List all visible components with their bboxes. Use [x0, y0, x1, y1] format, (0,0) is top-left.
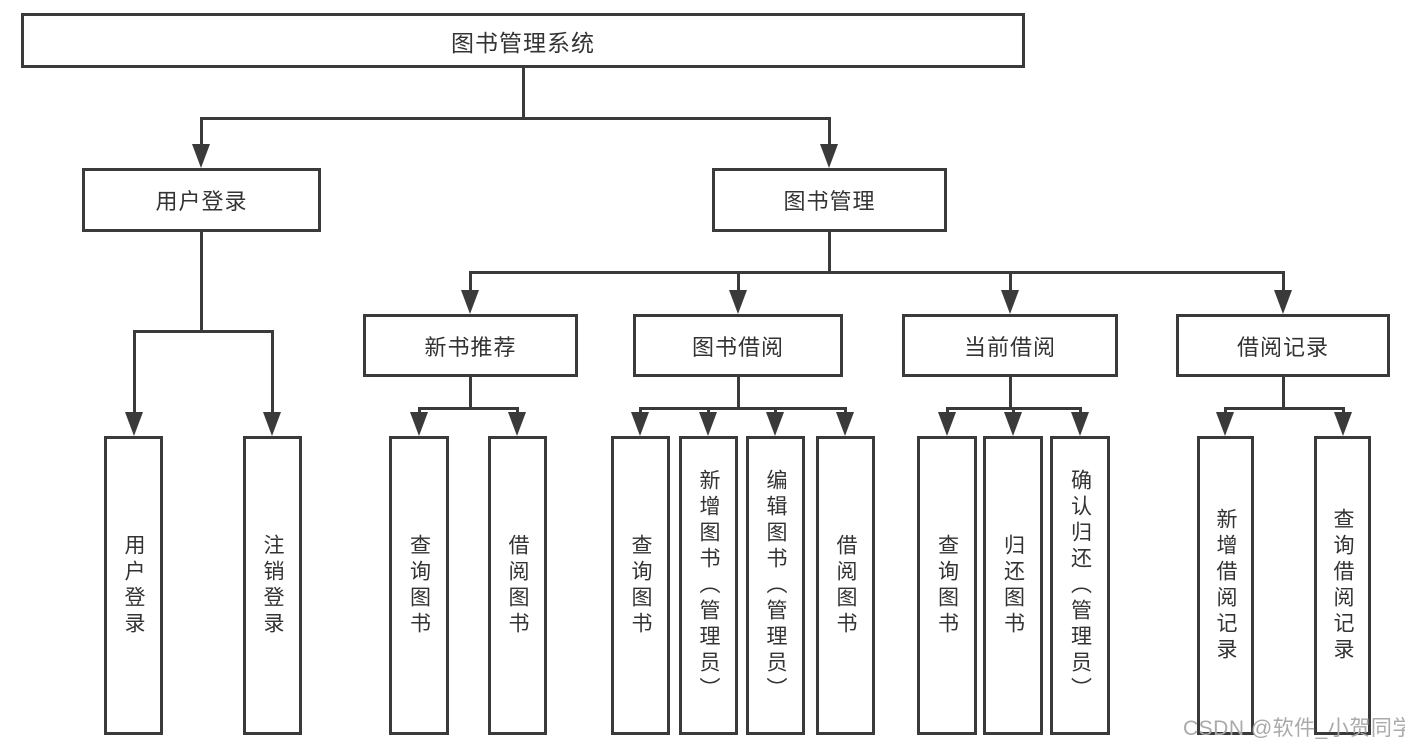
node-label-leaf-add-record: 新增借阅记录	[1214, 507, 1237, 664]
node-leaf-add-book: 新增图书（管理员）	[679, 436, 738, 735]
arrowhead-down-icon	[461, 290, 479, 314]
node-label-leaf-return-book: 归还图书	[1001, 533, 1025, 638]
arrowhead-down-icon	[729, 290, 747, 314]
node-label-book-borrow: 图书借阅	[691, 334, 784, 360]
node-leaf-query-record: 查询借阅记录	[1314, 436, 1371, 735]
connector-vline	[270, 331, 274, 420]
connector-vline	[132, 331, 136, 420]
connector-hline	[638, 406, 847, 410]
node-label-leaf-query-book-3: 查询图书	[935, 533, 959, 638]
connector-hline	[945, 406, 1082, 410]
node-leaf-edit-book: 编辑图书（管理员）	[746, 436, 805, 735]
node-label-leaf-borrow-book-1: 借阅图书	[506, 533, 529, 638]
node-label-leaf-add-book: 新增图书（管理员）	[697, 468, 720, 703]
node-label-current-borrow: 当前借阅	[963, 334, 1056, 360]
connector-vline	[468, 377, 472, 408]
node-label-borrow-record: 借阅记录	[1236, 334, 1329, 360]
node-book-mgmt: 图书管理	[712, 168, 947, 232]
node-leaf-borrow-book-2: 借阅图书	[816, 436, 875, 735]
arrowhead-down-icon	[1216, 412, 1234, 436]
node-leaf-return-book: 归还图书	[983, 436, 1043, 735]
arrowhead-down-icon	[1334, 412, 1352, 436]
node-label-book-mgmt: 图书管理	[783, 189, 876, 214]
node-label-leaf-confirm-return: 确认归还（管理员）	[1068, 468, 1092, 703]
csdn-watermark: CSDN @软件_小贺同学	[1183, 717, 1405, 740]
arrowhead-down-icon	[938, 412, 956, 436]
node-leaf-add-record: 新增借阅记录	[1197, 436, 1254, 735]
node-leaf-logout: 注销登录	[243, 436, 302, 735]
node-label-leaf-logout: 注销登录	[261, 533, 284, 638]
arrowhead-down-icon	[836, 412, 854, 436]
connector-vline	[1008, 377, 1012, 408]
node-label-leaf-query-record: 查询借阅记录	[1331, 507, 1354, 664]
connector-vline	[1281, 377, 1285, 408]
arrowhead-down-icon	[699, 412, 717, 436]
connector-hline	[417, 406, 519, 410]
connector-vline	[1281, 272, 1285, 298]
connector-vline	[736, 377, 740, 408]
node-leaf-borrow-book-1: 借阅图书	[488, 436, 547, 735]
arrowhead-down-icon	[1274, 290, 1292, 314]
node-label-leaf-user-login: 用户登录	[122, 533, 145, 638]
node-leaf-confirm-return: 确认归还（管理员）	[1050, 436, 1110, 735]
arrowhead-down-icon	[192, 144, 210, 168]
connector-hline	[199, 116, 831, 120]
node-leaf-query-book-3: 查询图书	[917, 436, 977, 735]
connector-vline	[827, 232, 831, 272]
node-borrow-record: 借阅记录	[1176, 314, 1390, 377]
node-label-root: 图书管理系统	[451, 29, 595, 56]
connector-hline	[1223, 406, 1345, 410]
arrowhead-down-icon	[820, 144, 838, 168]
connector-vline	[199, 118, 203, 152]
arrowhead-down-icon	[1004, 412, 1022, 436]
node-root: 图书管理系统	[21, 13, 1025, 68]
connector-vline	[468, 272, 472, 298]
connector-hline	[132, 329, 274, 333]
node-label-leaf-edit-book: 编辑图书（管理员）	[764, 468, 787, 703]
connector-vline	[1008, 272, 1012, 298]
connector-vline	[736, 272, 740, 298]
node-label-leaf-query-book-2: 查询图书	[629, 533, 652, 638]
arrowhead-down-icon	[1071, 412, 1089, 436]
connector-vline	[521, 68, 525, 118]
node-user-login: 用户登录	[82, 168, 321, 232]
node-label-leaf-query-book-1: 查询图书	[407, 533, 431, 638]
connector-hline	[468, 270, 1285, 274]
arrowhead-down-icon	[508, 412, 526, 436]
node-label-user-login: 用户登录	[155, 189, 248, 214]
node-new-book-rec: 新书推荐	[363, 314, 578, 377]
arrowhead-down-icon	[410, 412, 428, 436]
node-leaf-query-book-2: 查询图书	[611, 436, 670, 735]
arrowhead-down-icon	[766, 412, 784, 436]
node-book-borrow: 图书借阅	[633, 314, 843, 377]
node-leaf-query-book-1: 查询图书	[389, 436, 449, 735]
node-label-new-book-rec: 新书推荐	[424, 334, 517, 360]
arrowhead-down-icon	[125, 412, 143, 436]
node-leaf-user-login: 用户登录	[104, 436, 163, 735]
arrowhead-down-icon	[263, 412, 281, 436]
connector-vline	[199, 232, 203, 331]
node-label-leaf-borrow-book-2: 借阅图书	[834, 533, 857, 638]
connector-vline	[827, 118, 831, 152]
node-current-borrow: 当前借阅	[902, 314, 1118, 377]
arrowhead-down-icon	[1001, 290, 1019, 314]
arrowhead-down-icon	[631, 412, 649, 436]
